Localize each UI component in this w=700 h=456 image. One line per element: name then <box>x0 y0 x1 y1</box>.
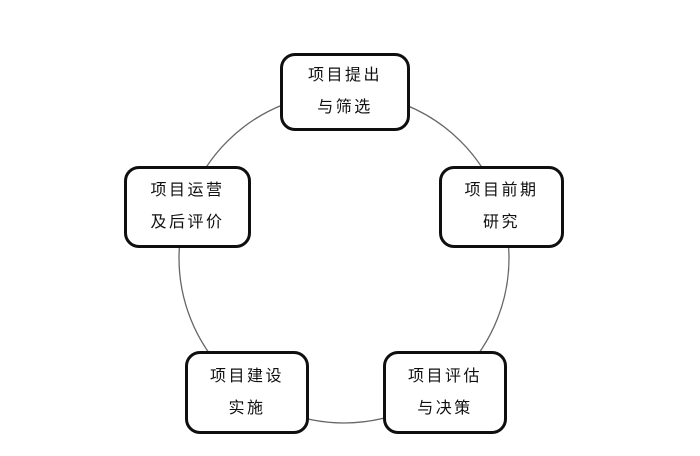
node-project-evaluation-decision: 项目评估 与决策 <box>383 351 507 434</box>
node-label-line: 项目运营 <box>150 182 225 199</box>
node-label-line: 及后评价 <box>150 214 225 231</box>
node-label-line: 项目建设 <box>209 367 284 385</box>
node-project-construction-implementation: 项目建设 实施 <box>185 351 309 434</box>
node-label-line: 与筛选 <box>317 99 373 116</box>
node-label-line: 项目评估 <box>407 367 482 385</box>
node-label-line: 研究 <box>482 214 520 231</box>
node-label-line: 实施 <box>228 399 266 417</box>
node-label-line: 项目前期 <box>464 182 539 199</box>
node-project-proposal-screening: 项目提出 与筛选 <box>280 53 410 131</box>
node-label-line: 与决策 <box>417 399 473 417</box>
node-project-operation-post-evaluation: 项目运营 及后评价 <box>124 166 251 248</box>
node-label-line: 项目提出 <box>307 67 382 84</box>
node-project-preliminary-research: 项目前期 研究 <box>439 166 564 248</box>
